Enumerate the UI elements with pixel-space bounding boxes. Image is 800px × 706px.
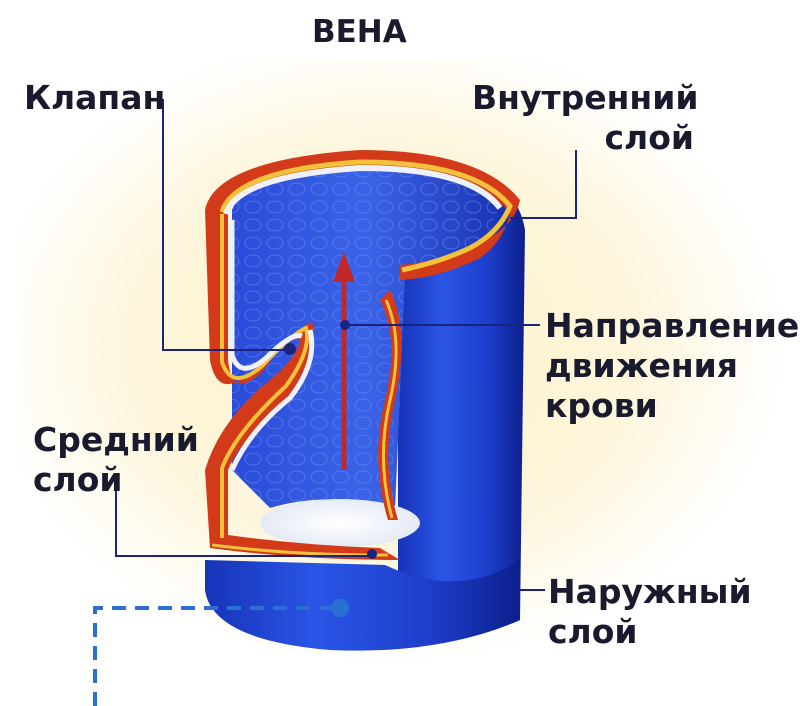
blood-flow-arrow (333, 252, 355, 470)
leader-middle (115, 490, 372, 557)
label-blood-flow-direction: Направление движения крови (545, 306, 800, 425)
diagram-title: ВЕНА (312, 14, 407, 50)
label-middle-layer: Средний слой (33, 420, 199, 499)
label-valve: Клапан (24, 78, 166, 117)
leader-inner (510, 150, 577, 219)
label-outer-layer: Наружный слой (548, 572, 752, 651)
leader-middle-dot (367, 549, 377, 559)
leader-valve (150, 99, 290, 351)
leader-lines (115, 99, 577, 591)
leader-direction-dot (340, 320, 350, 330)
label-inner-layer: Внутренний слой (472, 78, 699, 157)
leader-valve-dot (284, 343, 296, 355)
vein-bottom-opening (260, 499, 420, 547)
lumen-shape (232, 158, 500, 510)
dashed-line (93, 599, 349, 706)
